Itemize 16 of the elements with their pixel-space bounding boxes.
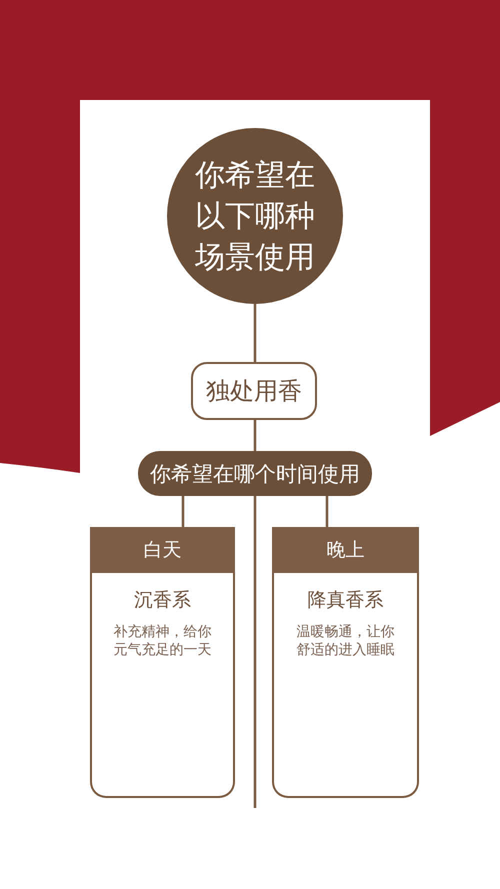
card: [272, 527, 419, 798]
connector-line: [254, 496, 256, 808]
connector-line: [254, 420, 256, 451]
rounded-box: 独处用香: [191, 362, 317, 420]
series-title: 沉香系: [134, 588, 191, 612]
connector-line: [254, 304, 256, 362]
series-title: 降真香系: [308, 588, 384, 612]
card: [90, 527, 235, 798]
card-header: 白天: [90, 527, 235, 573]
circle-node: 你希望在以下哪种场景使用: [167, 128, 343, 304]
connector-line: [182, 496, 184, 527]
description-text: 补充精神，给你元气充足的一天: [112, 623, 212, 659]
card-header: 晚上: [272, 527, 419, 573]
pill-box: 你希望在哪个时间使用: [138, 451, 372, 496]
description-text: 温暖畅通，让你舒适的进入睡眠: [296, 623, 396, 659]
connector-line: [326, 496, 328, 527]
